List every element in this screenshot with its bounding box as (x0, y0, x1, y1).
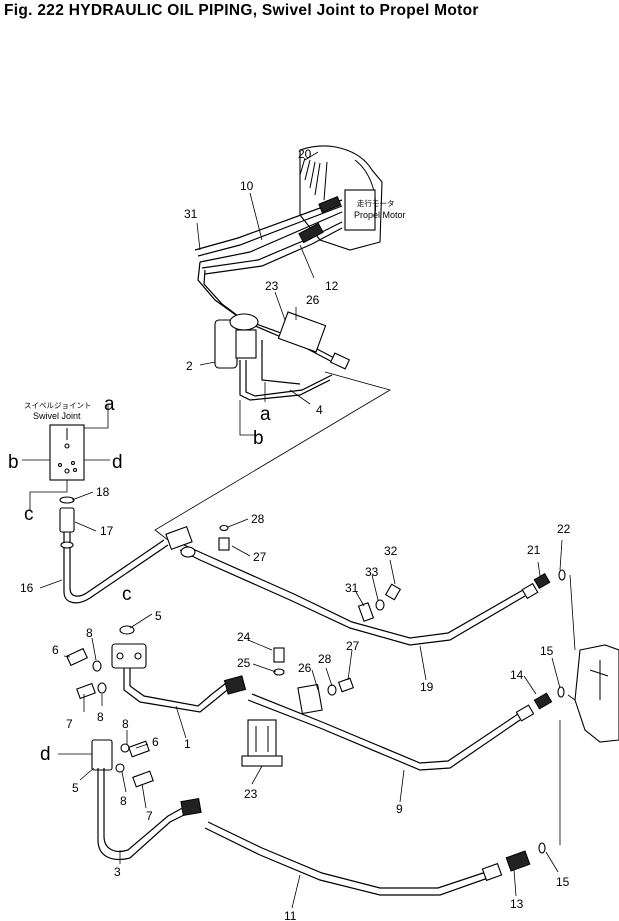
port-label-b-upper: b (253, 428, 264, 449)
part-number-8: 8 (86, 626, 93, 640)
svg-text:Propel Motor: Propel Motor (354, 210, 406, 220)
figure-title: Fig. 222 HYDRAULIC OIL PIPING, Swivel Jo… (4, 2, 479, 19)
lower-leaders (39, 491, 563, 909)
part-number-8-d: 8 (120, 794, 127, 808)
pipe-9 (247, 686, 565, 771)
part-number-31-lower: 31 (345, 581, 359, 595)
svg-text:Swivel Joint: Swivel Joint (33, 411, 81, 421)
part-number-8-b: 8 (97, 710, 104, 724)
part-number-23: 23 (265, 279, 279, 293)
port-label-a: a (104, 394, 115, 415)
part-number-28: 28 (251, 512, 265, 526)
upper-pipes (194, 195, 351, 370)
part-number-24: 24 (237, 630, 251, 644)
part-number-21: 21 (527, 543, 541, 557)
part-number-5-b: 5 (72, 781, 79, 795)
part-number-1: 1 (184, 737, 191, 751)
port-label-d: d (112, 452, 123, 473)
part-number-28-b: 28 (318, 652, 332, 666)
part-number-9: 9 (396, 802, 403, 816)
pipe-3 (97, 768, 202, 861)
part-number-13: 13 (510, 897, 524, 911)
swivel-joint-schematic: スイベルジョイント Swivel Joint (22, 401, 110, 510)
port-label-d-lower: d (40, 744, 51, 765)
port-label-c: c (24, 504, 34, 525)
part-number-15: 15 (540, 644, 554, 658)
part-number-22: 22 (557, 522, 571, 536)
upper-valve-body (214, 311, 333, 401)
part-number-8-c: 8 (122, 717, 129, 731)
part-number-12: 12 (325, 279, 339, 293)
part-number-7-b: 7 (146, 809, 153, 823)
pipe-1 (123, 668, 247, 713)
flange-upper (65, 625, 147, 700)
part-number-26-lower: 26 (298, 661, 312, 675)
flange-lower (91, 739, 154, 788)
part-number-14: 14 (510, 668, 524, 682)
part-number-25: 25 (237, 656, 251, 670)
part-number-11: 11 (284, 909, 297, 921)
part-number-6: 6 (52, 643, 59, 657)
part-number-20: 20 (298, 147, 312, 161)
part-number-27-b: 27 (346, 639, 360, 653)
part-number-3: 3 (114, 865, 121, 879)
part-number-23-lower: 23 (244, 787, 258, 801)
svg-text:スイベルジョイント: スイベルジョイント (24, 401, 92, 410)
upper-leaders (196, 151, 319, 436)
part-number-33: 33 (365, 565, 379, 579)
tee-block (165, 524, 402, 622)
reference-line (154, 371, 392, 541)
part-number-2: 2 (186, 359, 193, 373)
propel-motor-label: 走行モータ Propel Motor (354, 198, 406, 220)
part-number-6-b: 6 (152, 735, 159, 749)
propel-motor-lower (559, 574, 619, 845)
fitting-17-18 (59, 496, 75, 549)
part-number-19: 19 (420, 680, 434, 694)
pipe-16 (63, 539, 169, 604)
part-number-5: 5 (155, 609, 162, 623)
part-number-18: 18 (96, 485, 110, 499)
port-label-c-lower: c (122, 584, 132, 605)
part-number-4: 4 (316, 403, 323, 417)
part-number-16: 16 (20, 581, 34, 595)
hose-11 (204, 821, 546, 896)
propel-motor-upper (299, 145, 383, 251)
port-label-b: b (8, 452, 19, 473)
part-number-7: 7 (66, 717, 73, 731)
pipe-19 (179, 543, 566, 646)
part-number-31: 31 (184, 207, 198, 221)
part-number-26: 26 (306, 293, 320, 307)
part-number-27: 27 (253, 550, 267, 564)
part-number-10: 10 (240, 179, 254, 193)
port-label-a-upper: a (260, 404, 271, 425)
part-number-17: 17 (100, 524, 114, 538)
svg-text:走行モータ: 走行モータ (357, 198, 395, 208)
part-number-32: 32 (384, 544, 398, 558)
part-number-15-b: 15 (556, 875, 570, 889)
